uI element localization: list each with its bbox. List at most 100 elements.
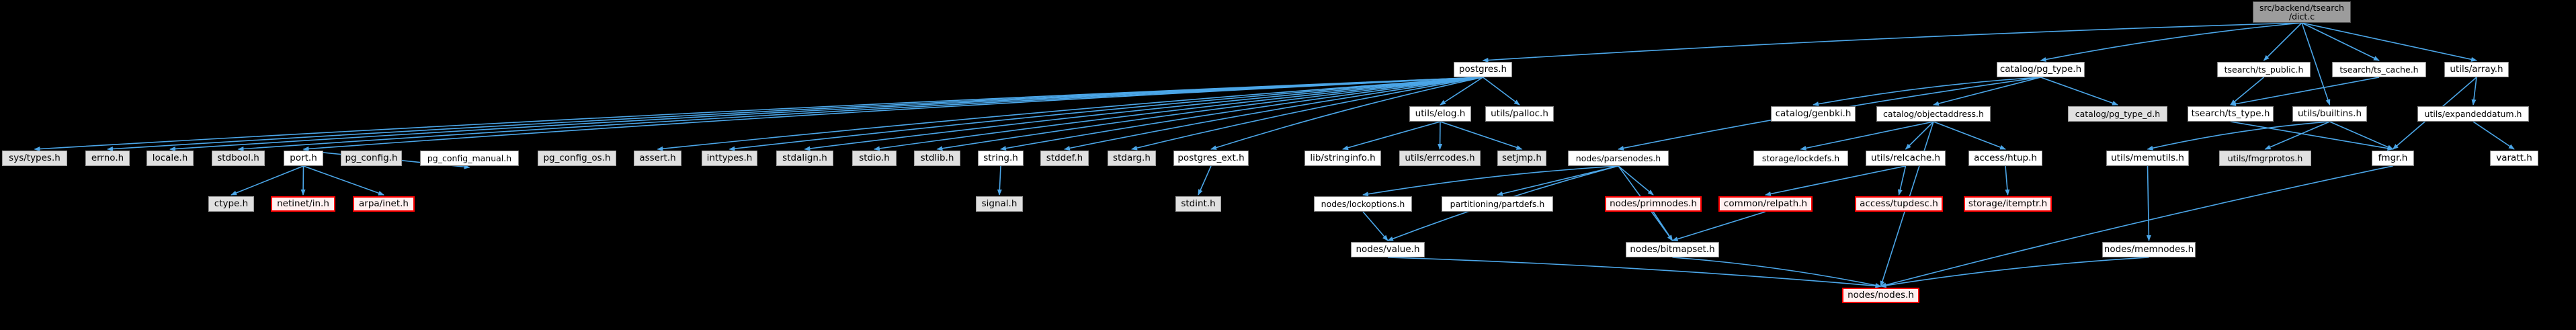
- graph-node-stdio[interactable]: stdio.h: [852, 151, 897, 166]
- edge-tspublic-to-tstype: [2230, 77, 2265, 106]
- graph-node-stdlib[interactable]: stdlib.h: [914, 151, 960, 166]
- graph-node-stdarg[interactable]: stdarg.h: [1108, 151, 1156, 166]
- edge-tstype-to-fmgr: [2230, 121, 2394, 151]
- graph-node-stddef[interactable]: stddef.h: [1040, 151, 1089, 166]
- graph-node-lockoptions[interactable]: nodes/lockoptions.h: [1314, 196, 1412, 212]
- graph-node-pgconfig[interactable]: pg_config.h: [341, 151, 402, 166]
- edge-postgres-to-palloc: [1483, 77, 1520, 106]
- graph-node-palloc[interactable]: utils/palloc.h: [1485, 106, 1554, 122]
- graph-node-varatt[interactable]: varatt.h: [2490, 151, 2538, 166]
- graph-node-tupdesc[interactable]: access/tupdesc.h: [1855, 196, 1943, 212]
- edge-array-to-expandeddatum: [2471, 77, 2477, 106]
- graph-node-memutils[interactable]: utils/memutils.h: [2106, 151, 2189, 166]
- graph-node-objectaddress[interactable]: catalog/objectaddress.h: [1876, 106, 1991, 122]
- edge-postgresext-to-stdint: [1198, 165, 1212, 196]
- edge-parsenodes-to-lockoptions: [1362, 165, 1619, 197]
- graph-node-tstype[interactable]: tsearch/ts_type.h: [2188, 106, 2274, 122]
- graph-node-fmgr[interactable]: fmgr.h: [2372, 151, 2414, 166]
- graph-node-postgres[interactable]: postgres.h: [1454, 62, 1512, 77]
- edge-string-to-signal: [997, 165, 1002, 196]
- edge-primnodes-to-bitmapset: [1653, 211, 1673, 241]
- graph-node-stdint[interactable]: stdint.h: [1175, 196, 1221, 212]
- graph-node-elog[interactable]: utils/elog.h: [1409, 106, 1471, 122]
- edge-builtins-to-fmgrprotos: [2264, 121, 2330, 150]
- edge-bitmapset-to-nodes: [1672, 257, 1882, 288]
- graph-node-pgtyped[interactable]: catalog/pg_type_d.h: [2068, 106, 2167, 122]
- edge-htup-to-itemptr: [2005, 165, 2010, 196]
- graph-node-inttypes[interactable]: inttypes.h: [702, 151, 757, 166]
- edge-port-to-ctype: [231, 165, 304, 196]
- graph-node-string[interactable]: string.h: [978, 151, 1024, 166]
- edge-lockoptions-to-value: [1362, 211, 1388, 241]
- edge-elog-to-errcodes: [1438, 121, 1443, 150]
- graph-node-setjmp[interactable]: setjmp.h: [1497, 151, 1546, 166]
- edge-root-to-postgres: [1482, 22, 2302, 63]
- graph-node-stdalign[interactable]: stdalign.h: [776, 151, 833, 166]
- edge-root-to-array: [2301, 22, 2477, 62]
- graph-node-relcache[interactable]: utils/relcache.h: [1866, 151, 1946, 166]
- edge-elog-to-setjmp: [1440, 121, 1523, 150]
- graph-node-pgconfigmanual[interactable]: pg_config_manual.h: [420, 151, 519, 166]
- graph-node-relpath[interactable]: common/relpath.h: [1718, 196, 1813, 212]
- graph-node-itemptr[interactable]: storage/itemptr.h: [1964, 196, 2052, 212]
- edge-memutils-to-memnodes: [2146, 165, 2151, 241]
- edge-postgres-to-stdio: [874, 77, 1483, 151]
- edge-objectaddress-to-relcache: [1905, 121, 1934, 150]
- edge-pgtype-to-genbki: [1813, 77, 2041, 107]
- graph-node-netinet[interactable]: netinet/in.h: [271, 196, 335, 212]
- graph-node-parsenodes[interactable]: nodes/parsenodes.h: [1568, 151, 1669, 166]
- edge-postgres-to-locale: [169, 77, 1483, 151]
- edge-parsenodes-to-primnodes: [1618, 165, 1654, 196]
- edge-parsenodes-to-partdefs: [1497, 165, 1619, 196]
- graph-node-errcodes[interactable]: utils/errcodes.h: [1399, 151, 1481, 166]
- edge-postgres-to-port: [302, 77, 1483, 151]
- graph-node-htup[interactable]: access/htup.h: [1968, 151, 2042, 166]
- graph-node-builtins[interactable]: utils/builtins.h: [2292, 106, 2367, 122]
- edge-relcache-to-tupdesc: [1897, 165, 1907, 196]
- graph-node-bitmapset[interactable]: nodes/bitmapset.h: [1626, 242, 1719, 257]
- graph-node-pgconfigos[interactable]: pg_config_os.h: [538, 151, 616, 166]
- graph-node-systypes[interactable]: sys/types.h: [2, 151, 67, 166]
- graph-node-root[interactable]: src/backend/tsearch /dict.c: [2253, 1, 2351, 23]
- graph-node-postgresext[interactable]: postgres_ext.h: [1173, 151, 1249, 166]
- edge-root-to-tspublic: [2263, 22, 2302, 61]
- edge-memnodes-to-nodes: [1880, 257, 2149, 288]
- graph-node-stdbool[interactable]: stdbool.h: [212, 151, 265, 166]
- graph-node-signal[interactable]: signal.h: [976, 196, 1023, 212]
- edge-postgres-to-assert: [657, 77, 1483, 151]
- graph-node-memnodes[interactable]: nodes/memnodes.h: [2102, 242, 2196, 257]
- graph-node-nodes[interactable]: nodes/nodes.h: [1842, 288, 1919, 303]
- edge-value-to-nodes: [1387, 257, 1882, 288]
- graph-node-pgtype[interactable]: catalog/pg_type.h: [1997, 62, 2085, 77]
- edge-pgtype-to-objectaddress: [1933, 77, 2041, 106]
- graph-node-expandeddatum[interactable]: utils/expandeddatum.h: [2417, 106, 2529, 122]
- graph-node-errno[interactable]: errno.h: [85, 151, 130, 166]
- edge-objectaddress-to-lockdefs: [1800, 121, 1934, 151]
- graph-node-tspublic[interactable]: tsearch/ts_public.h: [2217, 62, 2311, 77]
- edge-postgres-to-stdbool: [237, 77, 1483, 151]
- graph-node-array[interactable]: utils/array.h: [2444, 62, 2509, 77]
- graph-node-port[interactable]: port.h: [284, 151, 323, 166]
- edge-relcache-to-relpath: [1765, 165, 1906, 196]
- edge-postgres-to-errno: [107, 77, 1483, 151]
- graph-node-partdefs[interactable]: partitioning/partdefs.h: [1442, 196, 1553, 212]
- graph-node-arpainet[interactable]: arpa/inet.h: [353, 196, 415, 212]
- graph-node-fmgrprotos[interactable]: utils/fmgrprotos.h: [2219, 151, 2311, 166]
- graph-node-locale[interactable]: locale.h: [147, 151, 194, 166]
- edge-builtins-to-fmgr: [2329, 121, 2394, 150]
- graph-node-assert[interactable]: assert.h: [634, 151, 681, 166]
- graph-node-lockdefs[interactable]: storage/lockdefs.h: [1753, 151, 1848, 166]
- edge-postgres-to-inttypes: [729, 77, 1483, 151]
- graph-node-stringinfo[interactable]: lib/stringinfo.h: [1304, 151, 1381, 166]
- graph-node-primnodes[interactable]: nodes/primnodes.h: [1605, 196, 1702, 212]
- edge-fmgr-to-nodes: [1880, 165, 2393, 288]
- edge-expandeddatum-to-varatt: [2473, 121, 2515, 150]
- graph-node-ctype[interactable]: ctype.h: [208, 196, 254, 212]
- graph-node-genbki[interactable]: catalog/genbki.h: [1771, 106, 1856, 122]
- graph-node-value[interactable]: nodes/value.h: [1351, 242, 1425, 257]
- graph-node-tscache[interactable]: tsearch/ts_cache.h: [2332, 62, 2426, 77]
- edge-objectaddress-to-htup: [1933, 121, 2006, 150]
- edge-postgres-to-systypes: [34, 77, 1483, 152]
- edge-port-to-netinet: [300, 165, 306, 196]
